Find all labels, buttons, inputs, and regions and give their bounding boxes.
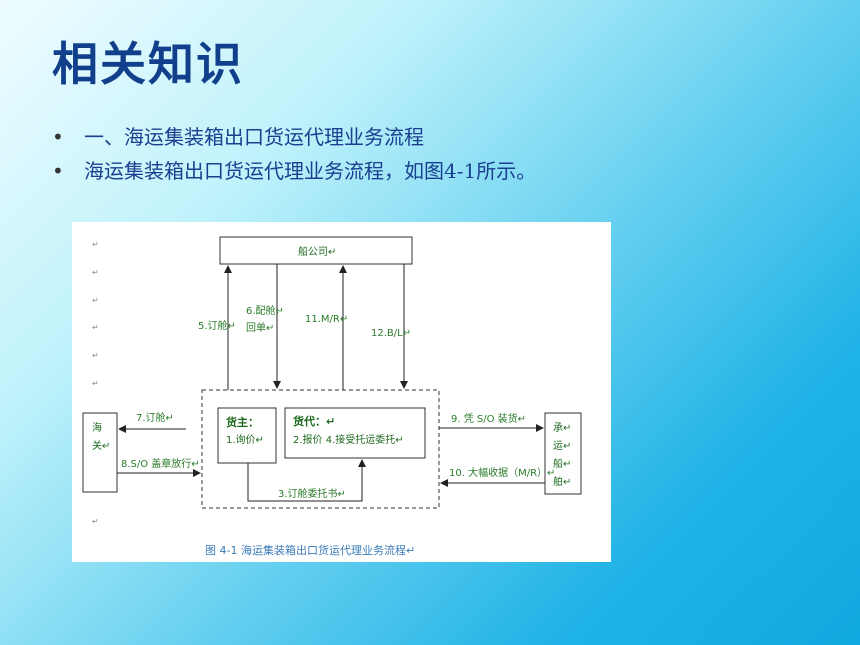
bullet-dot: • [52,125,64,149]
paragraph-mark: ↵ [92,351,99,360]
label-6-line1: 6.配舱↵ [246,304,284,317]
paragraph-mark: ↵ [92,268,99,277]
label-11-mr: 11.M/R↵ [305,314,348,325]
shipper-title: 货主： [225,415,259,429]
bullet-dot: • [52,159,64,183]
bullet-item: • 海运集装箱出口货运代理业务流程，如图4-1所示。 [50,154,536,188]
agency-group-box [201,389,440,509]
paragraph-mark: ↵ [92,296,99,305]
process-figure: ↵ ↵ ↵ ↵ ↵ ↵ ↵ 船公司↵ 货主： 1.询价↵ 货代：↵ 2.报价 4… [72,222,611,562]
paragraph-mark: ↵ [92,323,99,332]
customs-box [82,412,118,493]
label-9-loading: 9. 凭 S/O 装货↵ [451,412,526,425]
shipper-step: 1.询价↵ [226,433,264,446]
label-12-bl: 12.B/L↵ [371,328,411,339]
customs-label-1: 海 [92,421,102,434]
carrier-label-2: 运↵ [553,440,571,452]
carrier-label-1: 承↵ [553,422,571,434]
label-10-receipt: 10. 大幅收据（M/R）↵ [449,466,555,479]
shipper-box [217,407,277,464]
label-7-booking: 7.订舱↵ [136,411,174,424]
bullet-text: 海运集装箱出口货运代理业务流程，如图4-1所示。 [84,159,537,183]
paragraph-mark: ↵ [92,517,99,526]
bullet-list: • 一、海运集装箱出口货运代理业务流程 • 海运集装箱出口货运代理业务流程，如图4-… [50,120,536,188]
shipping-company-label: 船公司↵ [298,245,336,258]
customs-label-2: 关↵ [92,439,110,452]
label-5-booking: 5.订舱↵ [198,319,236,332]
carrier-label-4: 舶↵ [553,475,571,488]
label-6-line2: 回单↵ [246,322,274,334]
arrow-3-booking-request [247,459,366,502]
forwarder-steps: 2.报价 4.接受托运委托↵ [293,433,404,446]
forwarder-box [284,407,426,459]
bullet-item: • 一、海运集装箱出口货运代理业务流程 [50,120,536,154]
carrier-label-3: 船↵ [553,457,571,470]
bullet-text: 一、海运集装箱出口货运代理业务流程 [84,125,424,149]
forwarder-title: 货代：↵ [292,414,335,428]
carrier-box [544,412,582,495]
process-diagram: ↵ ↵ ↵ ↵ ↵ ↵ ↵ 船公司↵ 货主： 1.询价↵ 货代：↵ 2.报价 4… [82,236,582,557]
figure-caption: 图 4-1 海运集装箱出口货运代理业务流程↵ [205,543,415,557]
label-3-booking-request: 3.订舱委托书↵ [278,487,346,500]
shipping-company-box [219,236,413,265]
paragraph-mark: ↵ [92,240,99,249]
paragraph-mark: ↵ [92,379,99,388]
slide-title: 相关知识 [52,37,244,91]
label-8-release: 8.S/O 盖章放行↵ [121,457,200,470]
